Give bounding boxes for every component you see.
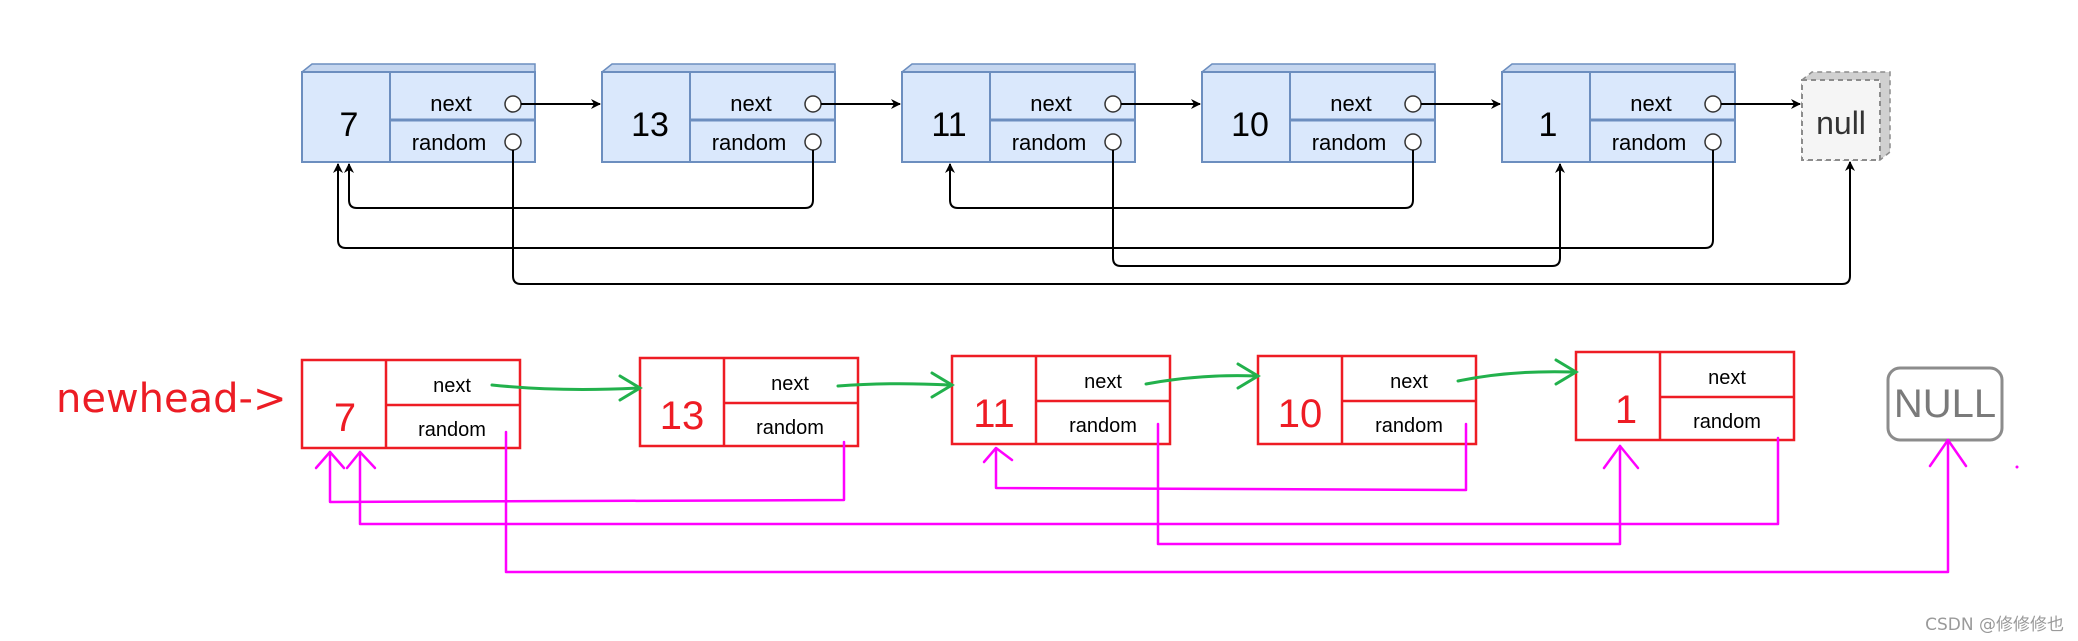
top-node-1-next-label: next bbox=[430, 91, 472, 116]
top-null-node: null bbox=[1801, 71, 1891, 161]
bottom-next-arrows bbox=[490, 358, 1579, 402]
bottom-node-1-next-label: next bbox=[433, 375, 471, 397]
bottom-next-arrowhead-3 bbox=[1236, 362, 1261, 390]
bottom-random-arrow-1-to-7 bbox=[358, 436, 1780, 526]
top-node-1-value: 7 bbox=[340, 106, 359, 144]
top-node-4-value: 10 bbox=[1231, 106, 1269, 144]
bottom-next-arrowhead-2 bbox=[930, 371, 955, 399]
top-node-3: 11 next random bbox=[901, 63, 1136, 163]
bottom-random-arrow-7-to-null bbox=[504, 430, 1950, 574]
top-random-arrow-1-to-7 bbox=[333, 150, 1714, 249]
bottom-node-2-value: 13 bbox=[660, 394, 705, 438]
bottom-node-4-random-label: random bbox=[1375, 415, 1443, 437]
top-random-arrows bbox=[333, 150, 1855, 285]
bottom-node-1-value: 7 bbox=[334, 396, 356, 440]
top-node-4-next-label: next bbox=[1330, 91, 1372, 116]
bottom-node-4-value: 10 bbox=[1278, 392, 1323, 436]
top-node-5-random-port bbox=[1704, 133, 1722, 151]
top-node-2-next-port bbox=[804, 95, 822, 113]
bottom-null-label: NULL bbox=[1894, 382, 1996, 426]
bottom-random-arrow-13-to-7 bbox=[328, 440, 846, 504]
newhead-label: newhead-> bbox=[56, 376, 287, 422]
bottom-node-2-random-label: random bbox=[756, 417, 824, 439]
top-node-3-random-port bbox=[1104, 133, 1122, 151]
bottom-next-arrow-1 bbox=[490, 383, 640, 391]
top-node-5-value: 1 bbox=[1539, 106, 1558, 144]
bottom-node-1: 7 next random bbox=[300, 358, 522, 450]
stray-dot bbox=[2015, 465, 2019, 469]
bottom-next-arrow-4 bbox=[1456, 370, 1576, 383]
bottom-node-2-next-label: next bbox=[771, 373, 809, 395]
bottom-node-3-value: 11 bbox=[973, 392, 1015, 436]
bottom-random-arrowhead-1-to-7 bbox=[345, 450, 377, 470]
top-node-1-next-port bbox=[504, 95, 522, 113]
top-node-5-random-label: random bbox=[1612, 130, 1687, 155]
bottom-node-5-random-label: random bbox=[1693, 411, 1761, 433]
bottom-node-1-random-label: random bbox=[418, 419, 486, 441]
top-node-1-random-port bbox=[504, 133, 522, 151]
top-node-1-random-label: random bbox=[412, 130, 487, 155]
top-node-3-next-port bbox=[1104, 95, 1122, 113]
bottom-random-arrow-11-to-1 bbox=[1156, 422, 1622, 546]
top-node-2-next-label: next bbox=[730, 91, 772, 116]
top-node-2-random-label: random bbox=[712, 130, 787, 155]
top-node-4-next-port bbox=[1404, 95, 1422, 113]
bottom-node-3: 11 next random bbox=[950, 354, 1172, 446]
bottom-node-5-value: 1 bbox=[1615, 388, 1637, 432]
bottom-next-arrow-3 bbox=[1144, 374, 1258, 386]
bottom-node-2: 13 next random bbox=[638, 356, 860, 448]
bottom-next-arrowhead-4 bbox=[1554, 358, 1579, 386]
top-node-2-random-port bbox=[804, 133, 822, 151]
top-node-4-random-port bbox=[1404, 133, 1422, 151]
bottom-node-4: 10 next random bbox=[1256, 354, 1478, 446]
bottom-node-5: 1 next random bbox=[1574, 350, 1796, 442]
top-null-label: null bbox=[1816, 105, 1866, 141]
bottom-random-arrows bbox=[314, 422, 1968, 574]
bottom-random-arrow-10-to-11 bbox=[994, 422, 1468, 492]
top-random-arrow-11-to-1 bbox=[1112, 150, 1565, 267]
top-node-3-random-label: random bbox=[1012, 130, 1087, 155]
top-random-arrow-10-to-11 bbox=[945, 150, 1414, 209]
bottom-random-arrowhead-7-to-null bbox=[1928, 438, 1968, 468]
top-random-arrow-13-to-7 bbox=[344, 150, 814, 209]
bottom-node-3-random-label: random bbox=[1069, 415, 1137, 437]
top-node-1: 7 next random bbox=[301, 63, 536, 163]
top-node-4-random-label: random bbox=[1312, 130, 1387, 155]
top-random-arrow-7-to-null bbox=[512, 150, 1855, 285]
bottom-next-arrowhead-1 bbox=[618, 374, 643, 402]
bottom-node-5-next-label: next bbox=[1708, 367, 1746, 389]
top-node-2: 13 next random bbox=[601, 63, 836, 163]
bottom-random-arrowhead-13-to-7 bbox=[314, 450, 346, 470]
top-node-3-next-label: next bbox=[1030, 91, 1072, 116]
top-node-5-next-port bbox=[1704, 95, 1722, 113]
bottom-node-3-next-label: next bbox=[1084, 371, 1122, 393]
top-node-5-next-label: next bbox=[1630, 91, 1672, 116]
top-node-4: 10 next random bbox=[1201, 63, 1436, 163]
bottom-node-4-next-label: next bbox=[1390, 371, 1428, 393]
bottom-null-node: NULL bbox=[1886, 366, 2004, 442]
bottom-next-arrow-2 bbox=[836, 382, 952, 388]
top-node-3-value: 11 bbox=[931, 106, 966, 144]
bottom-random-arrowhead-10-to-11 bbox=[982, 446, 1014, 464]
top-node-5: 1 next random bbox=[1501, 63, 1736, 163]
watermark: CSDN @修修修也 bbox=[1925, 615, 2064, 635]
bottom-random-arrowhead-11-to-1 bbox=[1602, 444, 1640, 470]
top-node-2-value: 13 bbox=[631, 106, 669, 144]
